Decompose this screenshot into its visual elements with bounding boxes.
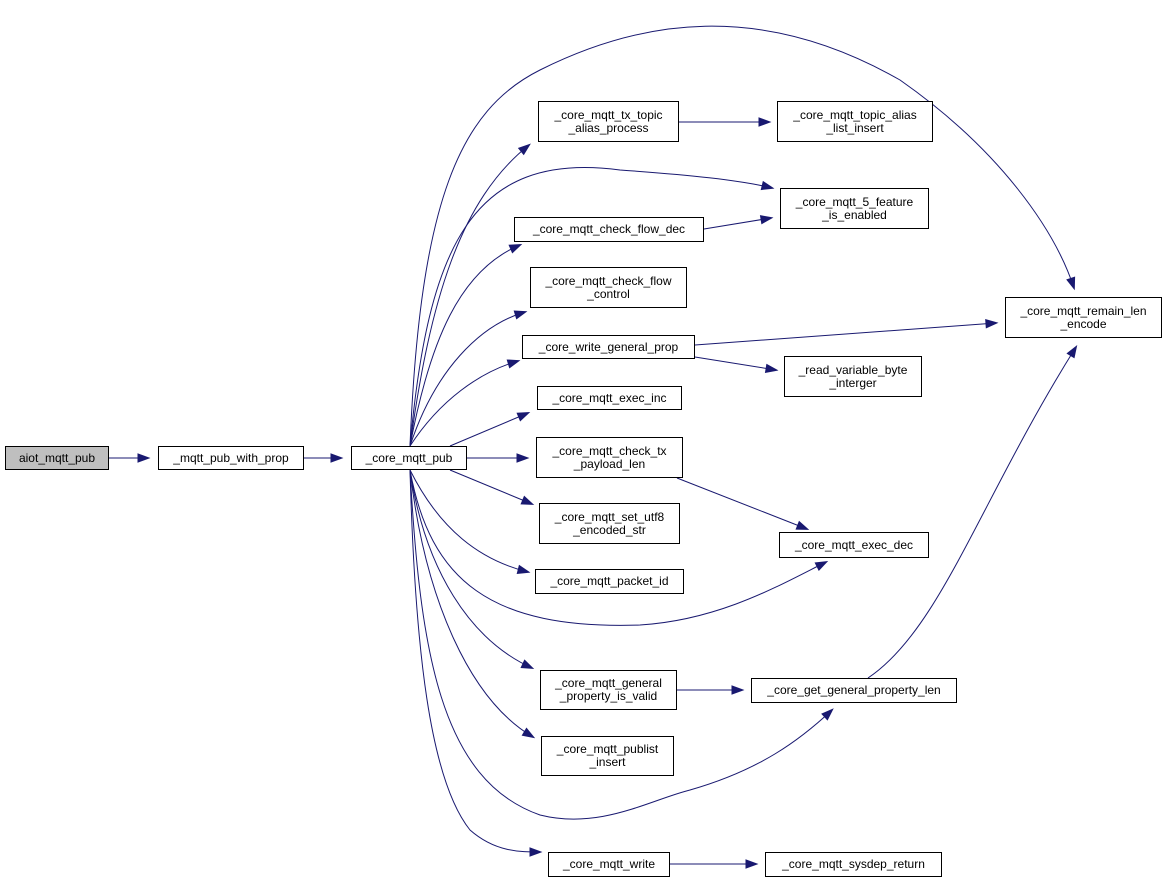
edge-arrowhead — [745, 859, 759, 869]
edge-check-tx-payload-len-to-exec-dec — [676, 477, 810, 530]
edge-line — [409, 144, 530, 447]
node-topic-alias-list-insert[interactable]: _core_mqtt_topic_alias _list_insert — [777, 101, 933, 142]
edge-line — [676, 477, 808, 530]
edge-core-mqtt-pub-to-exec-inc — [449, 412, 531, 447]
edge-aiot-mqtt-pub-to-mqtt-pub-with-prop — [109, 453, 151, 463]
edge-line — [694, 356, 777, 371]
node-publist-insert[interactable]: _core_mqtt_publist _insert — [541, 736, 674, 776]
edge-arrowhead — [330, 453, 344, 463]
edge-arrowhead — [814, 560, 829, 571]
edge-core-mqtt-pub-to-check-tx-payload-len — [467, 453, 530, 463]
node-exec-dec[interactable]: _core_mqtt_exec_dec — [779, 532, 929, 558]
node-feature-is-enabled[interactable]: _core_mqtt_5_feature _is_enabled — [780, 188, 929, 229]
node-check-flow-control[interactable]: _core_mqtt_check_flow _control — [530, 267, 687, 308]
edge-line — [449, 469, 533, 505]
edge-arrowhead — [517, 143, 531, 156]
edge-general-property-is-valid-to-get-general-property-len — [677, 685, 745, 695]
edge-line — [409, 469, 534, 738]
edge-line — [409, 360, 519, 447]
edge-arrowhead — [759, 215, 774, 225]
edge-line — [409, 469, 529, 573]
edge-write-general-prop-to-remain-len-encode — [694, 319, 999, 346]
edge-arrowhead — [516, 453, 530, 463]
edge-line — [409, 244, 521, 447]
node-general-property-is-valid[interactable]: _core_mqtt_general _property_is_valid — [540, 670, 677, 710]
edge-write-general-prop-to-read-variable-byte-interger — [694, 356, 779, 374]
edge-line — [409, 167, 773, 447]
edge-line — [449, 412, 529, 447]
node-exec-inc[interactable]: _core_mqtt_exec_inc — [537, 386, 682, 410]
edge-arrowhead — [516, 564, 531, 574]
edge-core-mqtt-pub-to-publist-insert — [409, 469, 536, 739]
edge-arrowhead — [731, 685, 745, 695]
edge-arrowhead — [506, 359, 521, 369]
edge-arrowhead — [508, 244, 523, 254]
edge-arrowhead — [520, 659, 535, 670]
edge-line — [867, 346, 1077, 679]
node-mqtt-pub-with-prop[interactable]: _mqtt_pub_with_prop — [158, 446, 304, 470]
edge-core-mqtt-pub-to-tx-topic-alias-process — [409, 143, 531, 447]
node-read-variable-byte-interger[interactable]: _read_variable_byte _interger — [784, 356, 922, 397]
edge-arrowhead — [760, 180, 775, 191]
node-core-mqtt-pub[interactable]: _core_mqtt_pub — [351, 446, 467, 470]
edge-mqtt-pub-with-prop-to-core-mqtt-pub — [304, 453, 344, 463]
edge-line — [409, 25, 1075, 447]
edge-mqtt-write-to-sysdep-return — [670, 859, 759, 869]
edge-core-mqtt-pub-to-get-general-property-len — [409, 469, 834, 820]
edge-arrowhead — [516, 412, 531, 422]
edge-core-mqtt-pub-to-mqtt-write — [409, 469, 543, 857]
node-packet-id[interactable]: _core_mqtt_packet_id — [535, 569, 684, 594]
edge-core-mqtt-pub-to-check-flow-control — [409, 310, 528, 447]
edge-core-mqtt-pub-to-write-general-prop — [409, 359, 521, 447]
edge-arrowhead — [821, 708, 834, 721]
edge-arrowhead — [764, 363, 779, 374]
edge-arrowhead — [513, 310, 528, 320]
edge-line — [409, 311, 526, 447]
edge-arrowhead — [985, 319, 999, 329]
edge-arrowhead — [521, 727, 536, 739]
edge-tx-topic-alias-process-to-topic-alias-list-insert — [679, 117, 772, 127]
edge-arrowhead — [520, 495, 535, 505]
node-get-general-property-len[interactable]: _core_get_general_property_len — [751, 678, 957, 703]
edge-arrowhead — [1066, 344, 1078, 359]
edge-check-flow-dec-to-feature-is-enabled — [703, 215, 774, 230]
edge-core-mqtt-pub-to-general-property-is-valid — [409, 469, 535, 670]
edge-line — [409, 469, 827, 626]
edge-line — [703, 217, 772, 230]
edge-core-mqtt-pub-to-set-utf8-encoded-str — [449, 469, 535, 505]
node-aiot-mqtt-pub: aiot_mqtt_pub — [5, 446, 109, 470]
edge-core-mqtt-pub-to-packet-id — [409, 469, 531, 574]
edge-arrowhead — [1066, 276, 1076, 291]
node-mqtt-write[interactable]: _core_mqtt_write — [548, 852, 670, 877]
edge-get-general-property-len-to-remain-len-encode — [867, 344, 1078, 679]
node-remain-len-encode[interactable]: _core_mqtt_remain_len _encode — [1005, 297, 1162, 338]
edge-line — [409, 469, 541, 853]
edge-line — [694, 322, 997, 346]
edge-arrowhead — [758, 117, 772, 127]
edge-line — [409, 469, 833, 820]
node-set-utf8-encoded-str[interactable]: _core_mqtt_set_utf8 _encoded_str — [539, 503, 680, 544]
node-check-tx-payload-len[interactable]: _core_mqtt_check_tx _payload_len — [536, 437, 683, 478]
edge-core-mqtt-pub-to-remain-len-encode — [409, 25, 1076, 447]
edge-arrowhead — [137, 453, 151, 463]
node-check-flow-dec[interactable]: _core_mqtt_check_flow_dec — [514, 217, 704, 242]
edge-arrowhead — [529, 847, 543, 857]
edge-line — [409, 469, 533, 669]
node-tx-topic-alias-process[interactable]: _core_mqtt_tx_topic _alias_process — [538, 101, 679, 142]
node-sysdep-return[interactable]: _core_mqtt_sysdep_return — [765, 852, 942, 877]
edge-arrowhead — [795, 520, 810, 530]
node-write-general-prop[interactable]: _core_write_general_prop — [522, 335, 695, 359]
edge-core-mqtt-pub-to-feature-is-enabled — [409, 167, 775, 447]
edge-core-mqtt-pub-to-check-flow-dec — [409, 244, 523, 447]
edge-core-mqtt-pub-to-exec-dec — [409, 469, 829, 626]
